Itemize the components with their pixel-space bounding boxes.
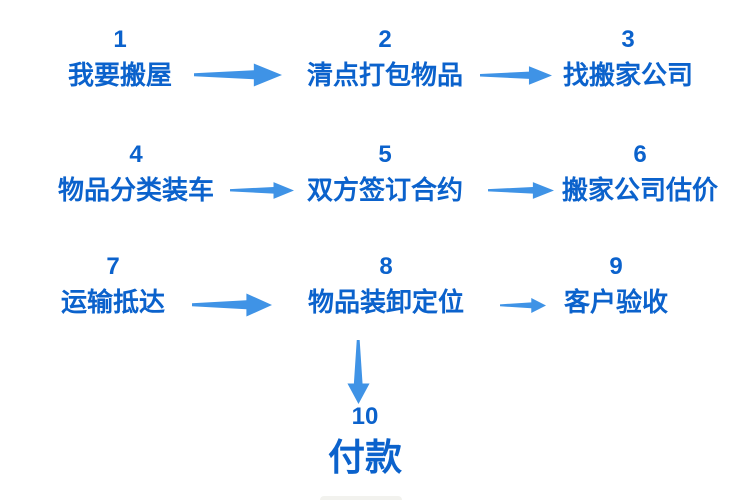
step-5: 5 双方签订合约: [306, 143, 464, 205]
step-3-label: 找搬家公司: [562, 60, 693, 90]
step-2-label: 清点打包物品: [306, 60, 463, 90]
step-6: 6 搬家公司估价: [561, 143, 719, 205]
right-arrow-icon: [192, 292, 272, 318]
step-3-number: 3: [621, 26, 635, 53]
right-arrow-icon: [480, 65, 552, 86]
step-7: 7 运输抵达: [58, 255, 168, 317]
step-9: 9 客户验收: [561, 255, 671, 317]
down-arrow-icon: [346, 340, 371, 404]
step-6-label: 搬家公司估价: [561, 175, 718, 205]
step-8: 8 物品装卸定位: [306, 255, 466, 317]
step-1: 1 我要搬屋: [58, 28, 182, 90]
step-8-label: 物品装卸定位: [307, 287, 464, 317]
step-4: 4 物品分类装车: [58, 143, 214, 205]
step-7-label: 运输抵达: [60, 287, 165, 317]
right-arrow-icon: [500, 297, 546, 314]
bottom-edge-artifact: [320, 496, 402, 500]
step-9-number: 9: [609, 253, 623, 280]
step-10-label: 付款: [328, 437, 402, 478]
step-3: 3 找搬家公司: [561, 28, 695, 90]
right-arrow-icon: [194, 62, 282, 88]
step-9-label: 客户验收: [563, 287, 668, 317]
step-5-number: 5: [378, 141, 392, 168]
step-8-number: 8: [379, 253, 393, 280]
step-4-label: 物品分类装车: [58, 175, 215, 205]
step-1-number: 1: [113, 26, 127, 53]
step-2-number: 2: [378, 26, 392, 53]
step-1-label: 我要搬屋: [67, 60, 172, 90]
step-5-label: 双方签订合约: [306, 175, 463, 205]
step-10: 10 付款: [300, 405, 430, 479]
right-arrow-icon: [230, 181, 294, 200]
right-arrow-icon: [488, 181, 554, 200]
step-6-number: 6: [633, 141, 647, 168]
step-2: 2 清点打包物品: [306, 28, 464, 90]
step-7-number: 7: [106, 253, 120, 280]
step-10-number: 10: [351, 403, 379, 430]
step-4-number: 4: [129, 141, 143, 168]
